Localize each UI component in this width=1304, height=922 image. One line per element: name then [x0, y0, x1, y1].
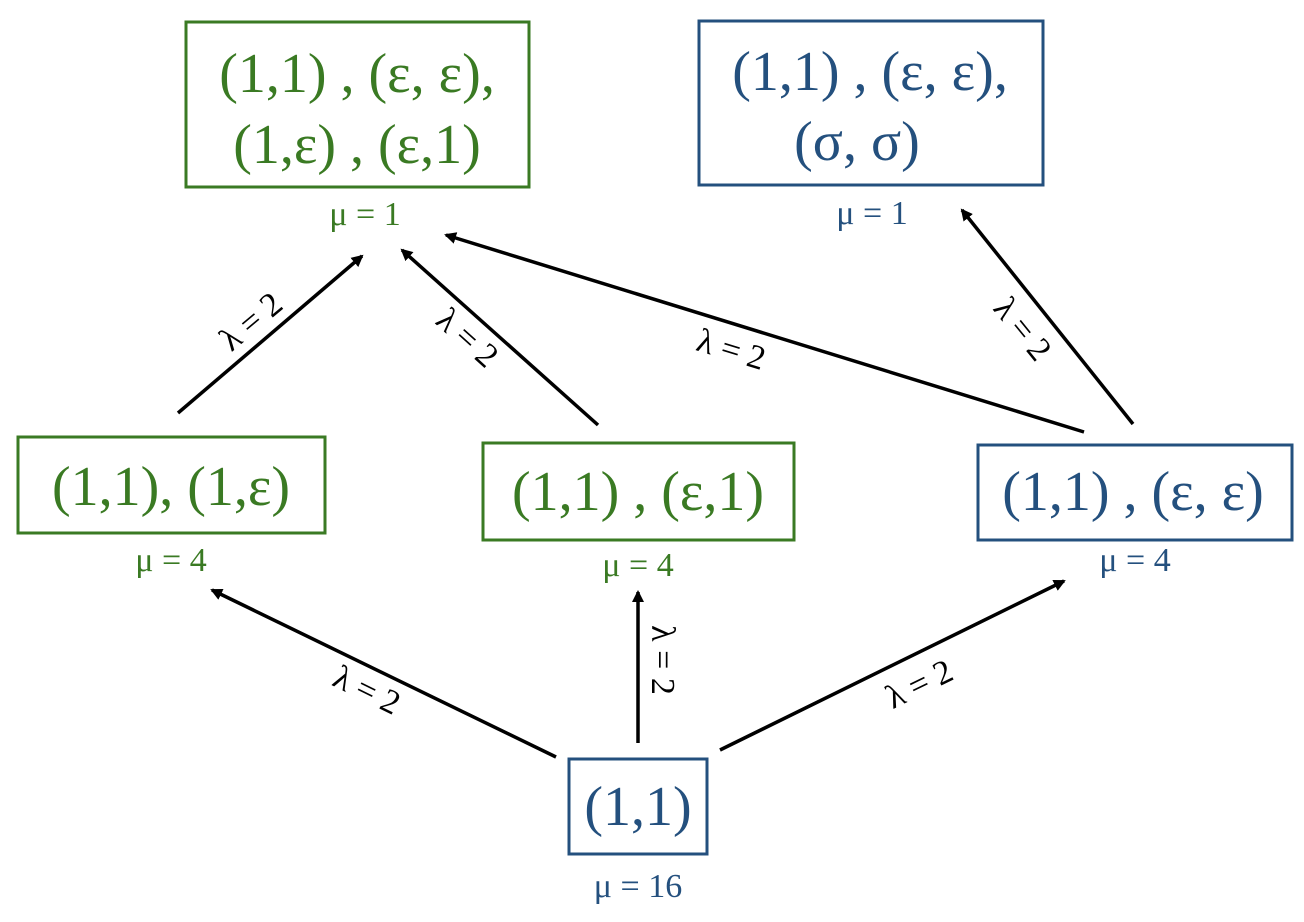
node-label-line: (1,ε) , (ε,1)	[233, 114, 481, 176]
node-mid-center: (1,1) , (ε,1) μ = 4	[481, 441, 796, 584]
node-label-line: (1,1) , (ε, ε)	[1002, 461, 1264, 523]
node-label-line: (σ, σ)	[794, 111, 920, 173]
edge-bottom-to-mid-right	[719, 579, 1066, 752]
edges	[176, 208, 1135, 759]
multiplicity-label: μ = 16	[594, 868, 682, 905]
node-box	[567, 757, 709, 856]
node-label-line: (1,1), (1,ε)	[52, 456, 290, 518]
edge-label-mid-right-to-top-blue: λ = 2	[986, 291, 1059, 368]
node-box	[16, 435, 327, 535]
node-label-line: (1,1)	[584, 776, 691, 838]
edge-label-bottom-to-mid-right: λ = 2	[880, 653, 959, 717]
multiplicity-label: μ = 4	[135, 542, 206, 579]
multiplicity-label: μ = 1	[329, 196, 400, 233]
node-top-green: (1,1) , (ε, ε), (1,ε) , (ε,1) μ = 1	[184, 20, 531, 233]
multiplicity-label: μ = 4	[602, 547, 673, 584]
edge-label-bottom-to-mid-left: λ = 2	[327, 659, 406, 723]
edge-label-mid-center-to-top-green: λ = 2	[429, 301, 506, 375]
edge-label-bottom-to-mid-center: λ = 2	[644, 625, 681, 695]
edge-label-mid-left-to-top-green: λ = 2	[213, 285, 290, 358]
node-box	[976, 443, 1294, 542]
node-label-line: (1,1) , (ε,1)	[512, 461, 764, 523]
node-box	[184, 20, 531, 189]
node-mid-right: (1,1) , (ε, ε) μ = 4	[976, 443, 1294, 579]
node-bottom: (1,1) μ = 16	[567, 757, 709, 905]
edge-mid-right-to-top-blue	[960, 208, 1135, 426]
multiplicity-label: μ = 1	[836, 195, 907, 232]
edge-mid-center-to-top-green	[400, 248, 600, 427]
edge-mid-right-to-top-green	[444, 232, 1085, 434]
node-mid-left: (1,1), (1,ε) μ = 4	[16, 435, 327, 579]
edge-bottom-to-mid-left	[210, 588, 557, 759]
node-box	[481, 441, 796, 542]
multiplicity-label: μ = 4	[1099, 542, 1170, 579]
node-label-line: (1,1) , (ε, ε),	[732, 41, 1008, 103]
node-label-line: (1,1) , (ε, ε),	[219, 43, 495, 105]
edge-mid-left-to-top-green	[176, 254, 364, 415]
node-top-blue: (1,1) , (ε, ε), (σ, σ) μ = 1	[697, 19, 1045, 232]
node-box	[697, 19, 1045, 187]
